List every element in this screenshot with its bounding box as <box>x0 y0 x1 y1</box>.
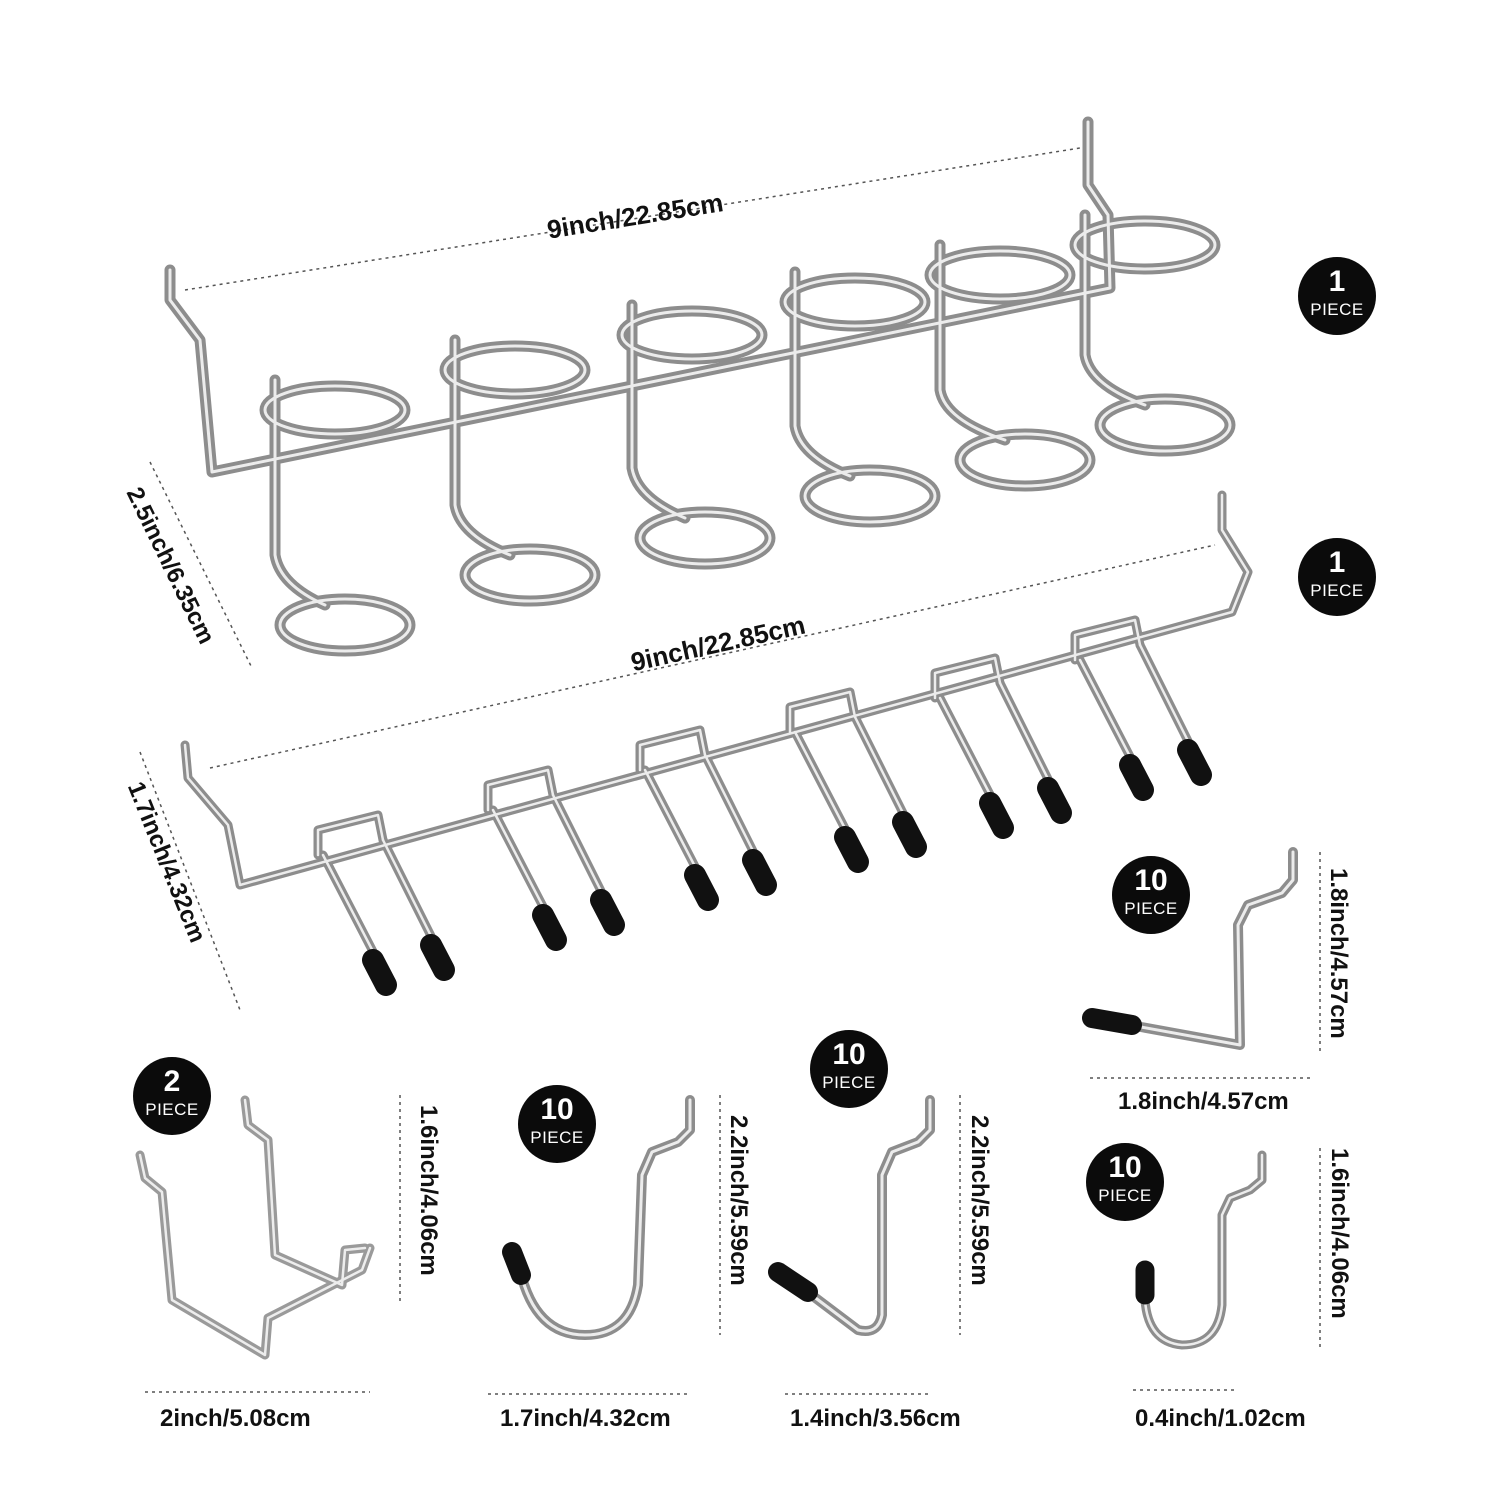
double-prong-rack <box>180 490 1253 996</box>
l-hook-height-label: 1.8inch/4.57cm <box>1325 868 1352 1039</box>
badge-count: 10 <box>1108 1151 1142 1184</box>
rubber-tip-pair <box>532 889 625 951</box>
badge-unit: PIECE <box>1098 1186 1152 1205</box>
quantity-badge-rack2: 1 PIECE <box>1298 538 1376 616</box>
ring-unit <box>1073 213 1232 453</box>
rubber-tip-pair <box>979 777 1072 839</box>
l-hook-width-label: 1.8inch/4.57cm <box>1118 1088 1289 1115</box>
small-hook-width-label: 0.4inch/1.02cm <box>1135 1405 1306 1432</box>
quantity-badge-l-hook: 10 PIECE <box>1112 856 1190 934</box>
holder-width-label: 2inch/5.08cm <box>160 1405 311 1432</box>
j-hook-width-label: 1.7inch/4.32cm <box>500 1405 671 1432</box>
prong-pair <box>930 653 1060 813</box>
ring-unit <box>620 303 772 566</box>
badge-count: 2 <box>163 1065 181 1098</box>
rubber-tip-pair <box>684 849 777 911</box>
prong-pair <box>1073 618 1197 772</box>
ring-unit <box>259 374 416 657</box>
prong-pair <box>486 768 610 922</box>
quantity-badge-rack1: 1 PIECE <box>1298 257 1376 335</box>
rubber-tip-pair <box>1119 739 1212 801</box>
ring-unit <box>616 299 776 570</box>
badge-count: 1 <box>1328 546 1346 579</box>
j-hook-height-label: 2.2inch/5.59cm <box>725 1115 752 1286</box>
prong-pair <box>1070 615 1200 775</box>
rubber-tip-pair <box>362 934 455 996</box>
prong-pair <box>316 813 440 967</box>
prong-pair <box>635 725 765 885</box>
ring-unit <box>783 270 937 524</box>
l-hook <box>1082 847 1298 1050</box>
ring-holder-rack <box>164 116 1236 657</box>
prong-pair <box>638 728 762 882</box>
quantity-badge-small-hook: 10 PIECE <box>1086 1143 1164 1221</box>
badge-count: 10 <box>540 1093 574 1126</box>
badge-count: 10 <box>1134 864 1168 897</box>
badge-count: 1 <box>1328 265 1346 298</box>
small-hook-height-label: 1.6inch/4.06cm <box>1326 1148 1353 1319</box>
small-hook <box>1135 1150 1267 1350</box>
badge-unit: PIECE <box>1124 899 1178 918</box>
prong-pair <box>785 687 915 847</box>
badge-unit: PIECE <box>1310 300 1364 319</box>
prong-pair <box>933 656 1057 810</box>
ring-unit <box>443 338 597 603</box>
badge-unit: PIECE <box>822 1073 876 1092</box>
angled-hook-width-label: 1.4inch/3.56cm <box>790 1405 961 1432</box>
holder-height-label: 1.6inch/4.06cm <box>415 1105 442 1276</box>
dimension-lines <box>139 147 1321 1395</box>
badge-unit: PIECE <box>145 1100 199 1119</box>
quantity-badge-holder: 2 PIECE <box>133 1057 211 1135</box>
ring-unit <box>779 266 941 528</box>
badge-unit: PIECE <box>1310 581 1364 600</box>
rubber-tip-pair <box>834 811 927 873</box>
j-hook <box>502 1095 695 1340</box>
angled-hook <box>768 1095 935 1336</box>
quantity-badge-j-hook: 10 PIECE <box>518 1085 596 1163</box>
badge-count: 10 <box>832 1038 866 1071</box>
ring-unit <box>263 378 412 653</box>
prong-pair <box>788 690 912 844</box>
angled-hook-height-label: 2.2inch/5.59cm <box>966 1115 993 1286</box>
ring-unit <box>1069 209 1236 457</box>
quantity-badge-angled-hook: 10 PIECE <box>810 1030 888 1108</box>
u-holder <box>135 1095 375 1360</box>
ring-unit <box>928 243 1092 488</box>
ring-unit <box>439 334 601 607</box>
badge-unit: PIECE <box>530 1128 584 1147</box>
